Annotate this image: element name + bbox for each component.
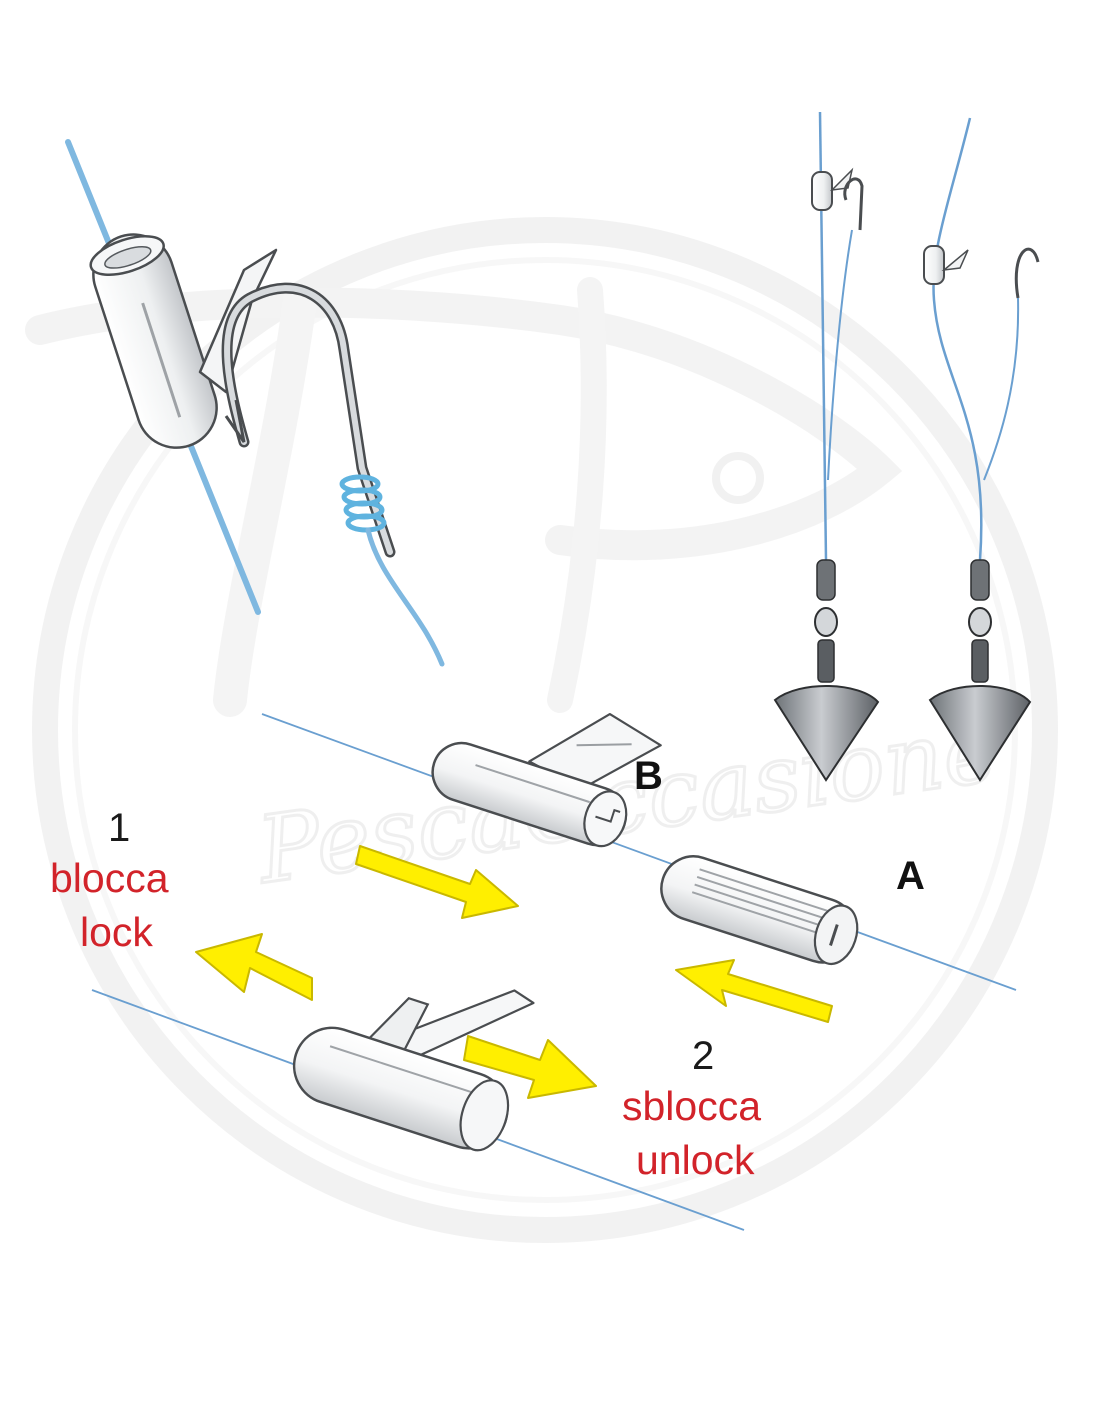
- watermark-brush-stroke: [25, 287, 903, 561]
- snell-knot: [339, 474, 387, 533]
- arrow-b-direction: [355, 845, 519, 919]
- detail-clip-with-hook: [65, 139, 445, 667]
- rig-left: [773, 111, 880, 782]
- hook-large-inner: [224, 285, 393, 555]
- watermark-ring-outer: [32, 217, 1058, 1243]
- arrow-a-direction: [675, 959, 833, 1023]
- label-step2-english: unlock: [636, 1137, 755, 1183]
- line-middle: [261, 713, 1017, 991]
- watermark-brush-stroke-2: [213, 283, 317, 717]
- part-b-clip-body: [431, 712, 662, 848]
- watermark-dot: [712, 452, 764, 504]
- hook-barb: [224, 399, 246, 443]
- clip-arm: [198, 248, 278, 394]
- watermark-brush-stroke-3: [547, 277, 607, 713]
- label-step1-italian: blocca: [50, 855, 169, 901]
- label-step1-english: lock: [80, 909, 153, 955]
- assembled-clip: [292, 989, 535, 1152]
- hook-small: [1014, 247, 1040, 299]
- watermark-ring-inner: [72, 257, 1018, 1203]
- part-a-sleeve: [660, 855, 859, 966]
- rig-right: [923, 117, 1040, 782]
- arrow-unlock: [463, 1035, 597, 1099]
- rig-left-snood: [827, 229, 853, 481]
- arrow-lock: [195, 933, 313, 1001]
- clip-sleeve-large: [89, 233, 218, 449]
- label-part-b: B: [634, 754, 663, 798]
- label-step2-number: 2: [692, 1034, 715, 1078]
- leader-line: [365, 527, 445, 667]
- label-step1-number: 1: [108, 806, 131, 850]
- label-part-a: A: [896, 854, 925, 898]
- label-step2-italian: sblocca: [622, 1083, 762, 1129]
- swivel-left: [814, 559, 838, 683]
- sinker-right: [928, 684, 1032, 782]
- sinker-left: [773, 684, 880, 782]
- swivel-right: [968, 559, 992, 683]
- rig-right-snood: [983, 297, 1020, 481]
